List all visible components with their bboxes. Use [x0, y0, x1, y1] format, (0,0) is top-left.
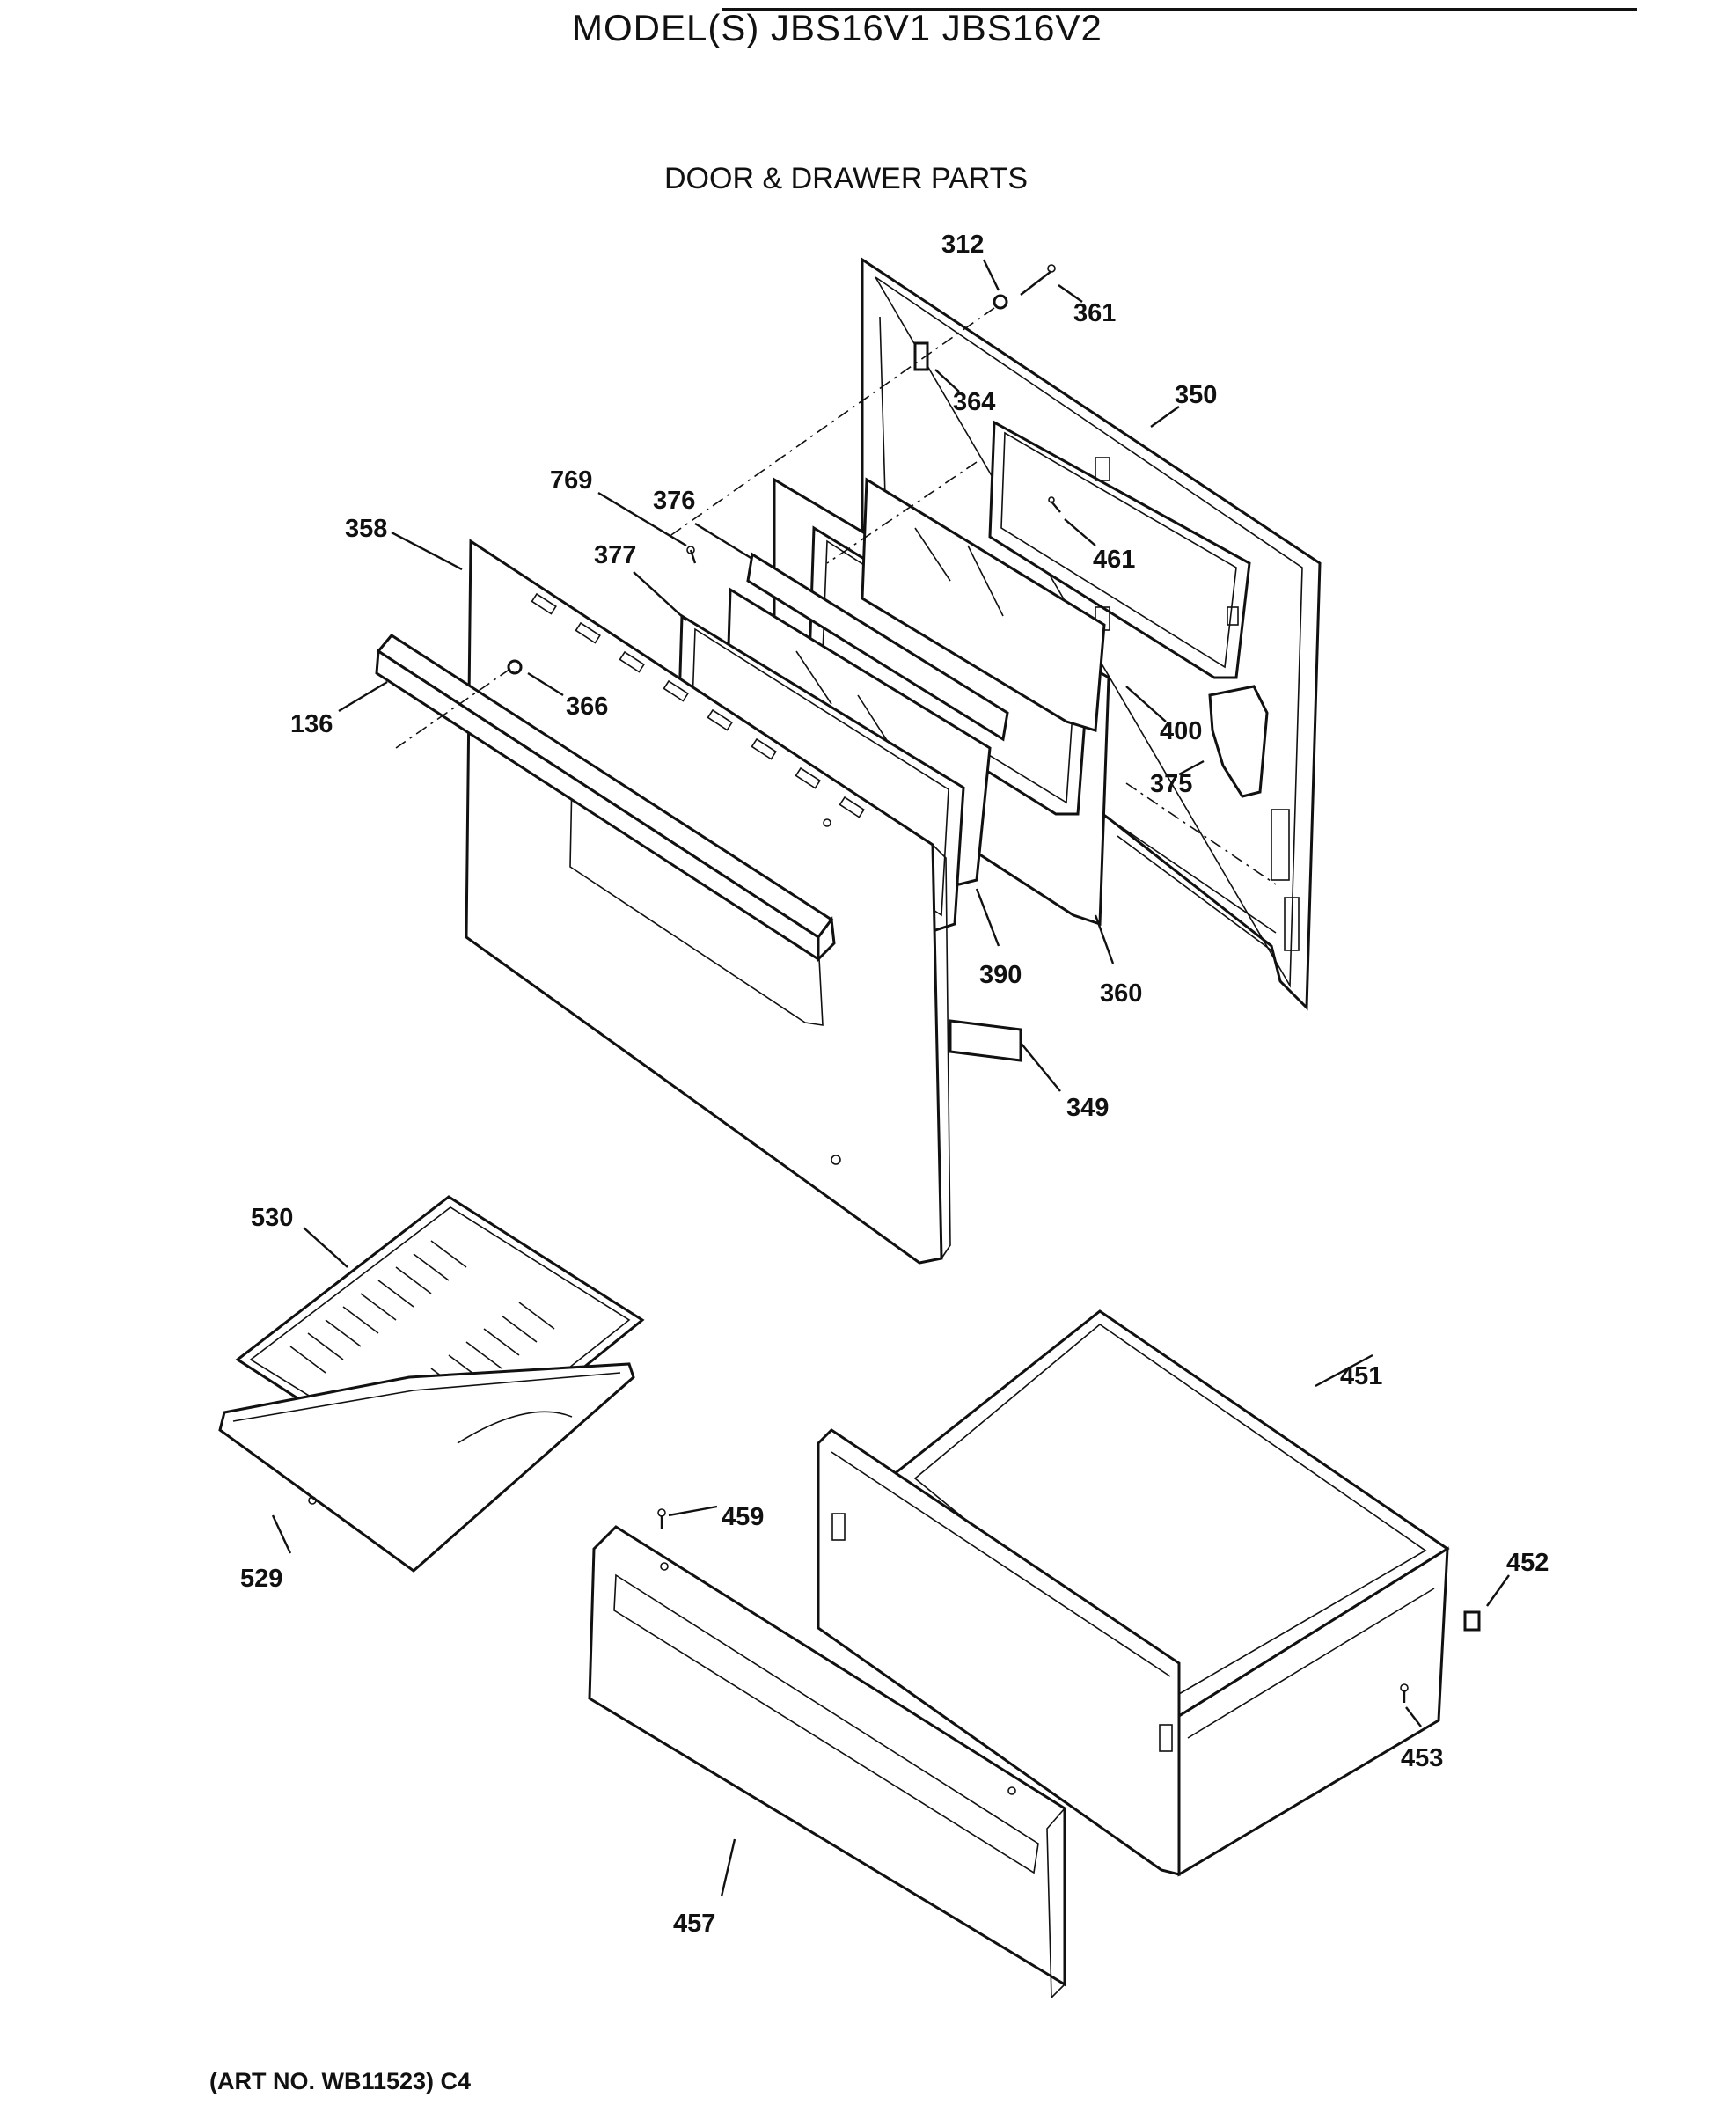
spacer-366 — [507, 659, 523, 675]
drawer-stop-452 — [1463, 1610, 1481, 1632]
callout-376: 376 — [653, 487, 695, 515]
header-rule — [722, 8, 1637, 11]
callout-361: 361 — [1073, 299, 1116, 327]
screw-459 — [657, 1508, 666, 1529]
callout-451: 451 — [1340, 1362, 1382, 1390]
art-number: (ART NO. WB11523) C4 — [209, 2068, 472, 2094]
glass-retainer-376 — [746, 552, 1009, 742]
nut-312 — [993, 294, 1008, 310]
callout-769: 769 — [550, 466, 592, 495]
screw-769 — [686, 546, 697, 564]
drawer-front-panel-457 — [588, 1525, 1066, 1999]
drawer-body-451 — [886, 1309, 1450, 1877]
outer-door-panel-358 — [465, 539, 951, 1265]
door-handle-136 — [375, 634, 836, 963]
callout-366: 366 — [566, 693, 608, 721]
callout-461: 461 — [1093, 546, 1135, 574]
callout-350: 350 — [1175, 381, 1217, 409]
section-title: DOOR & DRAWER PARTS — [664, 162, 1029, 195]
door-vent-slots — [531, 592, 865, 818]
callout-349: 349 — [1066, 1094, 1109, 1122]
insulation-375 — [1208, 685, 1269, 798]
callout-360: 360 — [1100, 979, 1142, 1008]
alignment-line — [826, 461, 978, 564]
callout-400: 400 — [1160, 717, 1202, 745]
screw-453 — [1400, 1683, 1409, 1703]
drawer-front-frame — [817, 1428, 1181, 1876]
callout-358: 358 — [345, 515, 387, 543]
screw-461 — [1048, 496, 1061, 513]
broiler-pan-529 — [218, 1362, 635, 1573]
callout-452: 452 — [1506, 1549, 1549, 1577]
callout-390: 390 — [979, 961, 1022, 989]
callout-530: 530 — [251, 1204, 293, 1232]
callout-453: 453 — [1401, 1744, 1443, 1772]
callout-457: 457 — [673, 1910, 715, 1938]
callout-375: 375 — [1150, 770, 1192, 798]
hinge-screw-361 — [1020, 264, 1056, 296]
model-title: MODEL(S) JBS16V1 JBS16V2 — [572, 7, 1102, 48]
callout-529: 529 — [240, 1565, 282, 1593]
hinge-bracket-364 — [913, 341, 929, 371]
callout-312: 312 — [941, 231, 984, 259]
callout-459: 459 — [722, 1503, 764, 1531]
inner-glass-400 — [861, 477, 1106, 732]
alignment-line — [395, 668, 511, 749]
callout-364: 364 — [953, 388, 995, 416]
rating-label-349 — [949, 1019, 1022, 1062]
callout-377: 377 — [594, 541, 636, 569]
callout-136: 136 — [290, 710, 333, 738]
alignment-line — [1125, 782, 1277, 885]
callout-leaders — [271, 259, 1510, 1897]
